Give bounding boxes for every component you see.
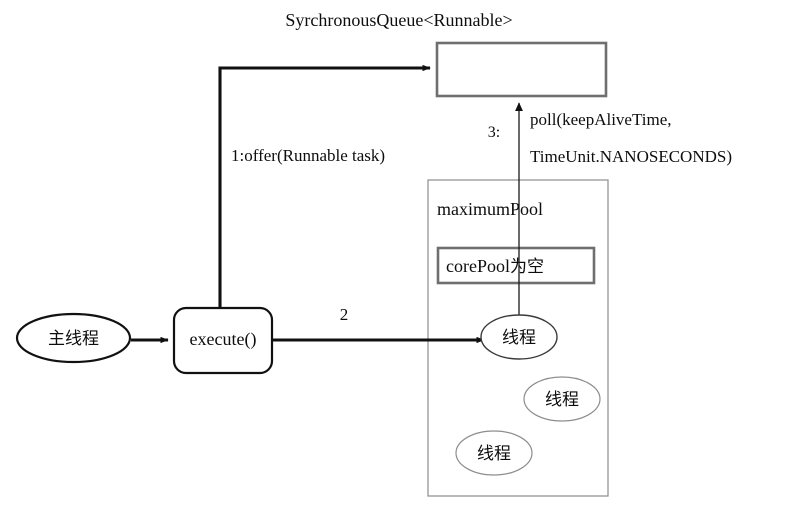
queue-box[interactable] (435, 41, 608, 98)
thread-label-3: 线程 (477, 444, 511, 464)
offer-arrow-label: 1:offer(Runnable task) (231, 146, 385, 165)
execute-box[interactable] (172, 306, 274, 375)
main-thread-ellipse[interactable] (15, 312, 132, 364)
thread-label-1: 线程 (502, 328, 536, 348)
thread-ellipse-1[interactable] (480, 314, 558, 360)
offer-arrow (218, 64, 431, 373)
core-pool-box[interactable] (436, 246, 596, 285)
poll-arrow-label-line2: TimeUnit.NANOSECONDS) (530, 147, 732, 166)
execute-label: execute() (190, 329, 257, 350)
poll-arrow-index: 3: (488, 124, 500, 141)
thread-label-2: 线程 (545, 390, 579, 410)
core-pool-label-latin: corePool (446, 256, 510, 276)
poll-arrow-label-line1: poll(keepAliveTime, (530, 110, 672, 129)
maximum-pool-label: maximumPool (437, 199, 543, 219)
queue-title: SyrchronousQueue<Runnable> (285, 10, 512, 30)
submit-arrow-label: 2 (340, 305, 349, 324)
thread-ellipse-3[interactable] (455, 430, 533, 476)
thread-ellipse-2[interactable] (523, 376, 601, 422)
main-thread-label: 主线程 (48, 329, 99, 349)
core-pool-label-cjk: 为空 (510, 257, 544, 277)
core-pool-label: corePool为空 (446, 256, 544, 277)
